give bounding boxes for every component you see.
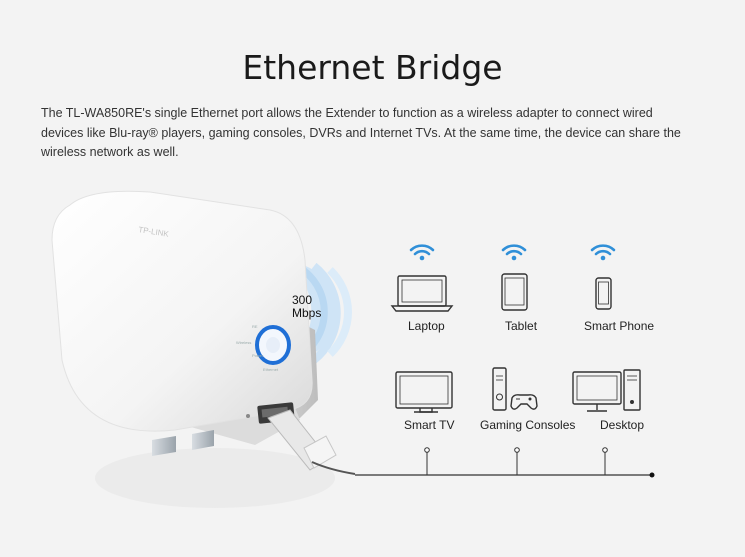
desktop-icon [572,369,641,412]
smartphone-icon [595,277,612,310]
wifi-icon [409,244,435,261]
led-label-ethernet: Ethernet [263,367,279,372]
tv-icon [395,371,453,413]
range-extender-device: TP-LINK RE Wireless Power Ethernet [51,190,356,508]
wifi-icon [590,244,616,261]
wifi-icon [501,244,527,261]
speed-label: 300 Mbps [292,294,321,320]
ethernet-cable [267,409,356,475]
ethernet-line [355,447,655,478]
speed-unit: Mbps [292,306,322,320]
smart-tv-label: Smart TV [404,418,455,432]
signal-waves-icon [286,262,352,364]
laptop-icon [390,275,454,312]
game-console-icon [492,367,538,411]
tablet-icon [501,273,528,311]
page-title: Ethernet Bridge [242,48,503,87]
tablet-label: Tablet [505,319,538,333]
desktop-label: Desktop [600,418,645,432]
gaming-consoles-label: Gaming Consoles [480,418,576,432]
plug-prongs [152,430,214,456]
laptop-label: Laptop [408,319,445,333]
led-label-re: RE [252,324,258,329]
led-button [255,325,291,365]
led-label-wireless: Wireless [236,340,251,345]
smartphone-label: Smart Phone [584,319,655,333]
speed-value: 300 [292,293,313,307]
description-text: The TL-WA850RE's single Ethernet port al… [41,106,681,159]
led-label-power: Power [252,353,264,358]
